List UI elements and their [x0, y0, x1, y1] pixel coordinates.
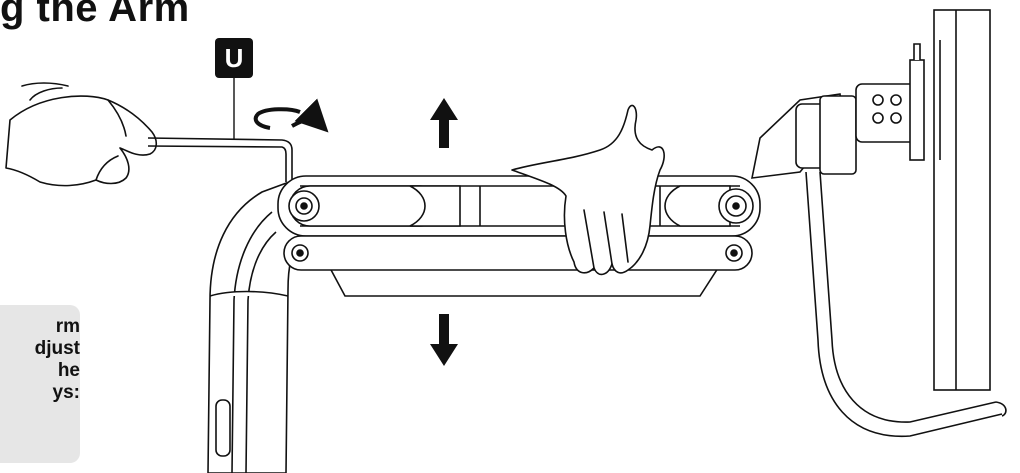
- page-title: g the Arm: [0, 0, 190, 30]
- arm-mount-post: [207, 176, 301, 473]
- hex-key-label-badge: U: [215, 38, 253, 78]
- rotate-arrow-icon: [253, 98, 329, 133]
- arrow-up-icon: [430, 98, 458, 148]
- hex-key-icon: [147, 137, 293, 182]
- hand-pressing-arm-icon: [511, 104, 665, 276]
- monitor-tilt-joint: [750, 43, 925, 179]
- instruction-callout-text: rm djust he ys:: [34, 316, 80, 403]
- monitor-back: [933, 9, 991, 391]
- instruction-callout-box: [0, 305, 80, 463]
- cable-handle: [805, 171, 1007, 437]
- hand-holding-hex-key-icon: [5, 82, 158, 187]
- monitor-arm-body: [277, 175, 761, 297]
- arrow-down-icon: [430, 314, 458, 366]
